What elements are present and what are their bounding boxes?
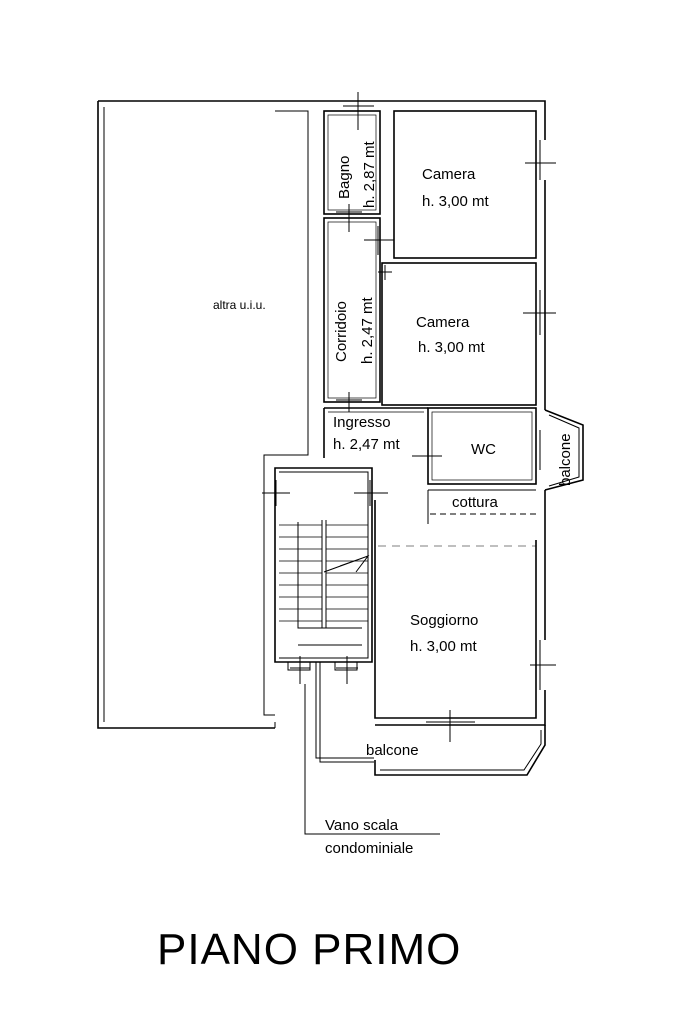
- ingresso-height: h. 2,47 mt: [333, 436, 401, 453]
- ingresso-name: Ingresso: [333, 414, 391, 431]
- other-unit-area: altra u.i.u.: [103, 107, 309, 728]
- area-cottura: cottura: [427, 489, 536, 524]
- room-camera-1: Camera h. 3,00 mt: [364, 110, 556, 259]
- camera1-name: Camera: [422, 166, 476, 183]
- soggiorno-name: Soggiorno: [410, 612, 478, 629]
- stair-note-line1: Vano scala: [325, 817, 399, 834]
- room-bagno: Bagno h. 2,87 mt: [323, 92, 381, 232]
- room-soggiorno: Soggiorno h. 3,00 mt: [374, 500, 556, 742]
- soggiorno-height: h. 3,00 mt: [410, 638, 478, 655]
- camera2-height: h. 3,00 mt: [418, 339, 486, 356]
- stairwell: [262, 467, 388, 763]
- room-wc: WC: [412, 407, 541, 485]
- cottura-label: cottura: [452, 494, 499, 511]
- corridoio-name: Corridoio: [333, 301, 350, 362]
- bottom-balcony: balcone: [366, 725, 546, 776]
- bagno-name: Bagno: [336, 156, 353, 199]
- stair-note-line2: condominiale: [325, 840, 413, 857]
- stair-note: Vano scala condominiale: [304, 684, 440, 857]
- room-camera-2: Camera h. 3,00 mt: [381, 262, 556, 406]
- side-balcony-label: balcone: [557, 433, 574, 486]
- room-ingresso: Ingresso h. 2,47 mt: [323, 407, 428, 458]
- camera1-height: h. 3,00 mt: [422, 193, 490, 210]
- camera2-name: Camera: [416, 314, 470, 331]
- bagno-height: h. 2,87 mt: [361, 140, 378, 208]
- bottom-balcony-label: balcone: [366, 742, 419, 759]
- page-title: PIANO PRIMO: [157, 925, 461, 974]
- wc-name: WC: [471, 441, 496, 458]
- side-balcony: balcone: [544, 409, 584, 491]
- corridoio-height: h. 2,47 mt: [359, 296, 376, 364]
- other-unit-label: altra u.i.u.: [213, 298, 266, 312]
- room-corridoio: Corridoio h. 2,47 mt: [323, 217, 392, 412]
